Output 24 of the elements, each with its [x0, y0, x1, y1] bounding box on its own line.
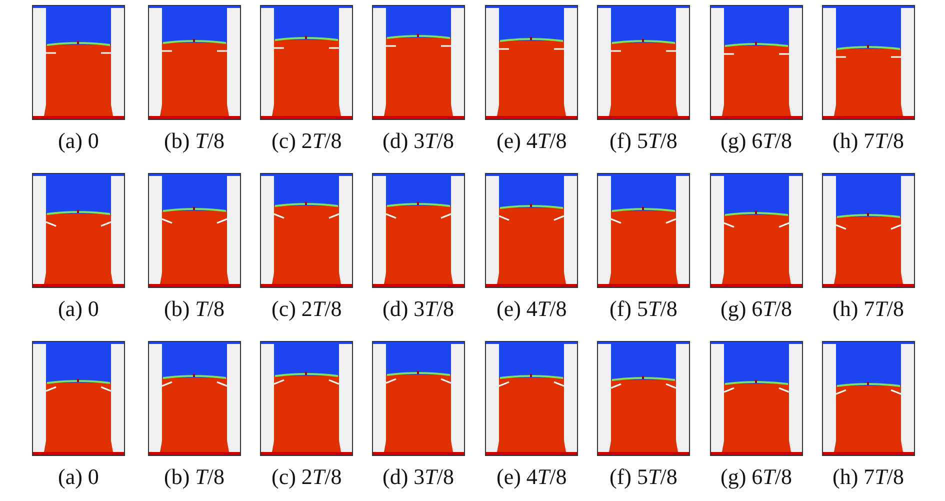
frame-caption: (c) 2T/8 — [272, 464, 342, 490]
frame-caption: (a) 0 — [58, 296, 99, 322]
frame-caption: (h) 7T/8 — [832, 464, 904, 490]
frame-caption: (b) T/8 — [164, 464, 225, 490]
frame-caption: (d) 3T/8 — [382, 296, 454, 322]
frame-caption: (c) 2T/8 — [272, 128, 342, 154]
frame-caption: (e) 4T/8 — [496, 296, 567, 322]
frame-caption: (b) T/8 — [164, 128, 225, 154]
frame-caption: (h) 7T/8 — [832, 128, 904, 154]
frame-caption: (h) 7T/8 — [832, 296, 904, 322]
frame-caption: (f) 5T/8 — [610, 296, 678, 322]
frame-caption: (g) 6T/8 — [720, 464, 792, 490]
frame-caption: (e) 4T/8 — [496, 128, 567, 154]
frame-caption: (f) 5T/8 — [610, 128, 678, 154]
frame-caption: (b) T/8 — [164, 296, 225, 322]
frame-caption: (e) 4T/8 — [496, 464, 567, 490]
frame-caption: (a) 0 — [58, 464, 99, 490]
frame-caption: (g) 6T/8 — [720, 128, 792, 154]
frame-caption: (d) 3T/8 — [382, 128, 454, 154]
frame-caption: (c) 2T/8 — [272, 296, 342, 322]
frame-caption: (a) 0 — [58, 128, 99, 154]
frame-caption: (f) 5T/8 — [610, 464, 678, 490]
frame-caption: (g) 6T/8 — [720, 296, 792, 322]
frame-caption: (d) 3T/8 — [382, 464, 454, 490]
